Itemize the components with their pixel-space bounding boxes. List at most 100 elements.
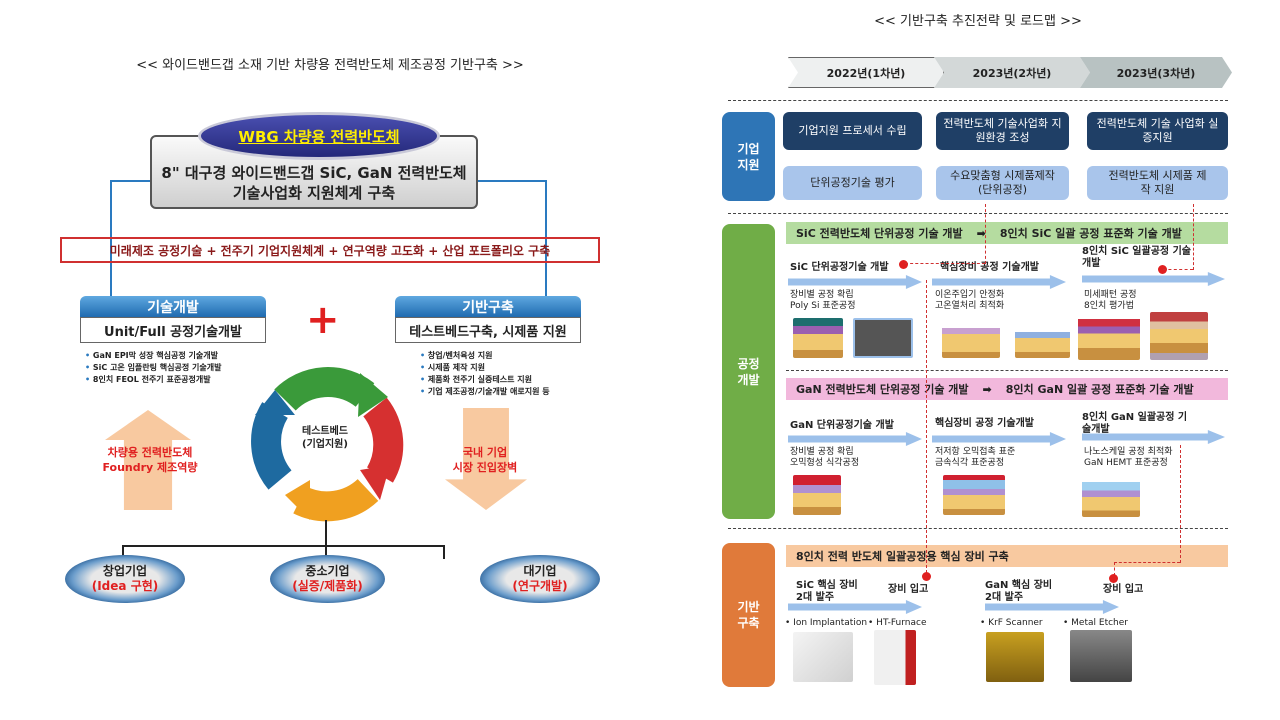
equipment-label: • KrF Scanner bbox=[980, 618, 1043, 628]
link-line bbox=[926, 280, 927, 573]
sic-roadmap-bar: SiC 전력반도체 단위공정 기술 개발 ➡ 8인치 SiC 일괄 공정 표준화… bbox=[786, 222, 1228, 244]
market-barrier: 국내 기업 시장 진입장벽 bbox=[420, 445, 550, 475]
sme-company: 중소기업 (실증/제품화) bbox=[270, 555, 385, 603]
equipment-roadmap-bar: 8인치 전력 반도체 일괄공정용 핵심 장비 구축 bbox=[786, 545, 1228, 567]
sem-image bbox=[853, 318, 913, 358]
link-line bbox=[905, 263, 985, 264]
year-1: 2022년(1차년) bbox=[788, 57, 944, 88]
cycle-arrows-icon bbox=[251, 367, 404, 522]
gan-order: GaN 핵심 장비 2대 발주 bbox=[985, 580, 1053, 603]
stage-item: 장비별 공정 확립 bbox=[790, 447, 854, 457]
tech-bullet: SiC 고온 임플란팅 핵심공정 기술개발 bbox=[85, 362, 222, 374]
wbg-badge: WBG 차량용 전력반도체 bbox=[198, 112, 440, 160]
arrow-right-icon: ➡ bbox=[982, 382, 992, 396]
infra-bullets: 창업/벤처육성 지원 시제품 제작 지원 제품화 전주기 실증테스트 지원 기업… bbox=[420, 350, 550, 398]
company-role: (Idea 구현) bbox=[91, 579, 159, 593]
divider bbox=[728, 213, 1228, 214]
tech-bullet: GaN EPI막 성장 핵심공정 기술개발 bbox=[85, 350, 221, 362]
support-label: 기업 지원 bbox=[722, 112, 775, 201]
down-arrow-text: 국내 기업 bbox=[462, 446, 508, 459]
company-name: 대기업 bbox=[523, 564, 557, 578]
equipment-name: Ion Implantation bbox=[793, 618, 868, 628]
startup-company: 창업기업 (Idea 구현) bbox=[65, 555, 185, 603]
large-company: 대기업 (연구개발) bbox=[480, 555, 600, 603]
equipment-name: HT-Furnace bbox=[876, 618, 927, 628]
tech-bullet: 8인치 FEOL 전주기 표준공정개발 bbox=[85, 374, 221, 386]
tree-line bbox=[122, 545, 444, 547]
divider bbox=[728, 100, 1228, 101]
sic-bar-text: SiC 전력반도체 단위공정 기술 개발 bbox=[796, 227, 963, 240]
infra-header: 기반구축 bbox=[395, 296, 581, 317]
divider bbox=[786, 370, 1228, 371]
sic-stage-title: SiC 단위공정기술 개발 bbox=[790, 262, 889, 273]
tree-line bbox=[443, 545, 445, 559]
side-label-text: 공정 bbox=[737, 356, 760, 371]
gan-arrival: 장비 입고 bbox=[1103, 584, 1144, 595]
up-arrow-text: 차량용 전력반도체 bbox=[107, 446, 193, 459]
stage-arrow bbox=[788, 275, 922, 289]
milestone-dot bbox=[922, 572, 931, 581]
company-name: 중소기업 bbox=[305, 564, 350, 578]
side-label-text: 기업 bbox=[737, 141, 760, 156]
link-line bbox=[1180, 445, 1181, 563]
sic-bar-text-2: 8인치 SiC 일괄 공정 표준화 기술 개발 bbox=[999, 227, 1182, 240]
stage-item: 장비별 공정 확립 bbox=[790, 290, 854, 300]
up-arrow-text: Foundry 제조역량 bbox=[102, 461, 198, 474]
down-arrow-text: 시장 진입장벽 bbox=[452, 461, 518, 474]
infra-bullet: 창업/벤처육성 지원 bbox=[420, 350, 550, 362]
stage-arrow bbox=[932, 432, 1066, 446]
side-label-text: 지원 bbox=[737, 157, 760, 172]
equipment-label: • HT-Furnace bbox=[868, 618, 927, 628]
ion-implanter-image bbox=[793, 632, 853, 682]
gan-stage-title: GaN 단위공정기술 개발 bbox=[790, 420, 894, 431]
stage-item: 미세패턴 공정 bbox=[1084, 290, 1137, 300]
right-title: << 기반구축 추진전략 및 로드맵 >> bbox=[874, 14, 1082, 29]
tech-body: Unit/Full 공정기술개발 bbox=[80, 317, 266, 343]
sic-order: SiC 핵심 장비 2대 발주 bbox=[796, 580, 858, 603]
stage-item: 고온열처리 최적화 bbox=[935, 301, 1005, 311]
stage-arrow bbox=[788, 432, 922, 446]
cycle-label-line1: 테스트베드 bbox=[302, 426, 348, 437]
milestone-dot bbox=[899, 260, 908, 269]
gan-stage-title: 핵심장비 공정 기술개발 bbox=[935, 418, 1034, 429]
foundry-capability: 차량용 전력반도체 Foundry 제조역량 bbox=[80, 445, 220, 475]
connector-line bbox=[110, 180, 152, 182]
implant-image bbox=[942, 318, 1000, 358]
stage-item: 저저항 오믹접촉 표준 bbox=[935, 447, 1016, 457]
gan-device-image bbox=[793, 475, 841, 515]
side-label-text: 기반 bbox=[737, 600, 760, 614]
cycle-label: 테스트베드 (기업지원) bbox=[285, 425, 365, 451]
ohmic-image bbox=[943, 475, 1005, 515]
stage-item: 이온주입기 안정화 bbox=[935, 290, 1005, 300]
company-role: (실증/제품화) bbox=[292, 579, 363, 593]
plus-icon: + bbox=[306, 297, 340, 343]
tree-line bbox=[122, 545, 124, 559]
hemt-image bbox=[1082, 473, 1140, 517]
tree-line bbox=[325, 520, 327, 560]
gan-bar-text: GaN 전력반도체 단위공정 기술 개발 bbox=[796, 383, 969, 396]
infra-label: 기반 구축 bbox=[722, 543, 775, 687]
main-goal-line2: 기술사업화 지원체계 구축 bbox=[232, 184, 396, 202]
main-goal-box: 8" 대구경 와이드밴드갭 SiC, GaN 전력반도체 기술사업화 지원체계 … bbox=[150, 135, 478, 209]
stage-arrow bbox=[932, 275, 1066, 289]
sic-stage-title: 8인치 SiC 일괄공정 기술개발 bbox=[1082, 246, 1191, 269]
support-bottom-1: 단위공정기술 평가 bbox=[783, 166, 922, 200]
year-3: 2023년(3차년) bbox=[1080, 57, 1232, 88]
stage-item: 오믹형성 식각공정 bbox=[790, 458, 860, 468]
scanner-image bbox=[986, 632, 1044, 682]
infra-bullet: 시제품 제작 지원 bbox=[420, 362, 550, 374]
milestone-dot bbox=[1158, 265, 1167, 274]
link-line bbox=[985, 204, 986, 264]
stage-arrow bbox=[1082, 430, 1225, 444]
support-top-1: 기업지원 프로세서 수립 bbox=[783, 112, 922, 150]
gan-stage-title: 8인치 GaN 일괄공정 기술개발 bbox=[1082, 412, 1188, 435]
link-line bbox=[1163, 269, 1193, 270]
year-2: 2023년(2차년) bbox=[934, 57, 1090, 88]
divider bbox=[728, 528, 1228, 529]
equipment-label: • Ion Implantation bbox=[785, 618, 868, 628]
